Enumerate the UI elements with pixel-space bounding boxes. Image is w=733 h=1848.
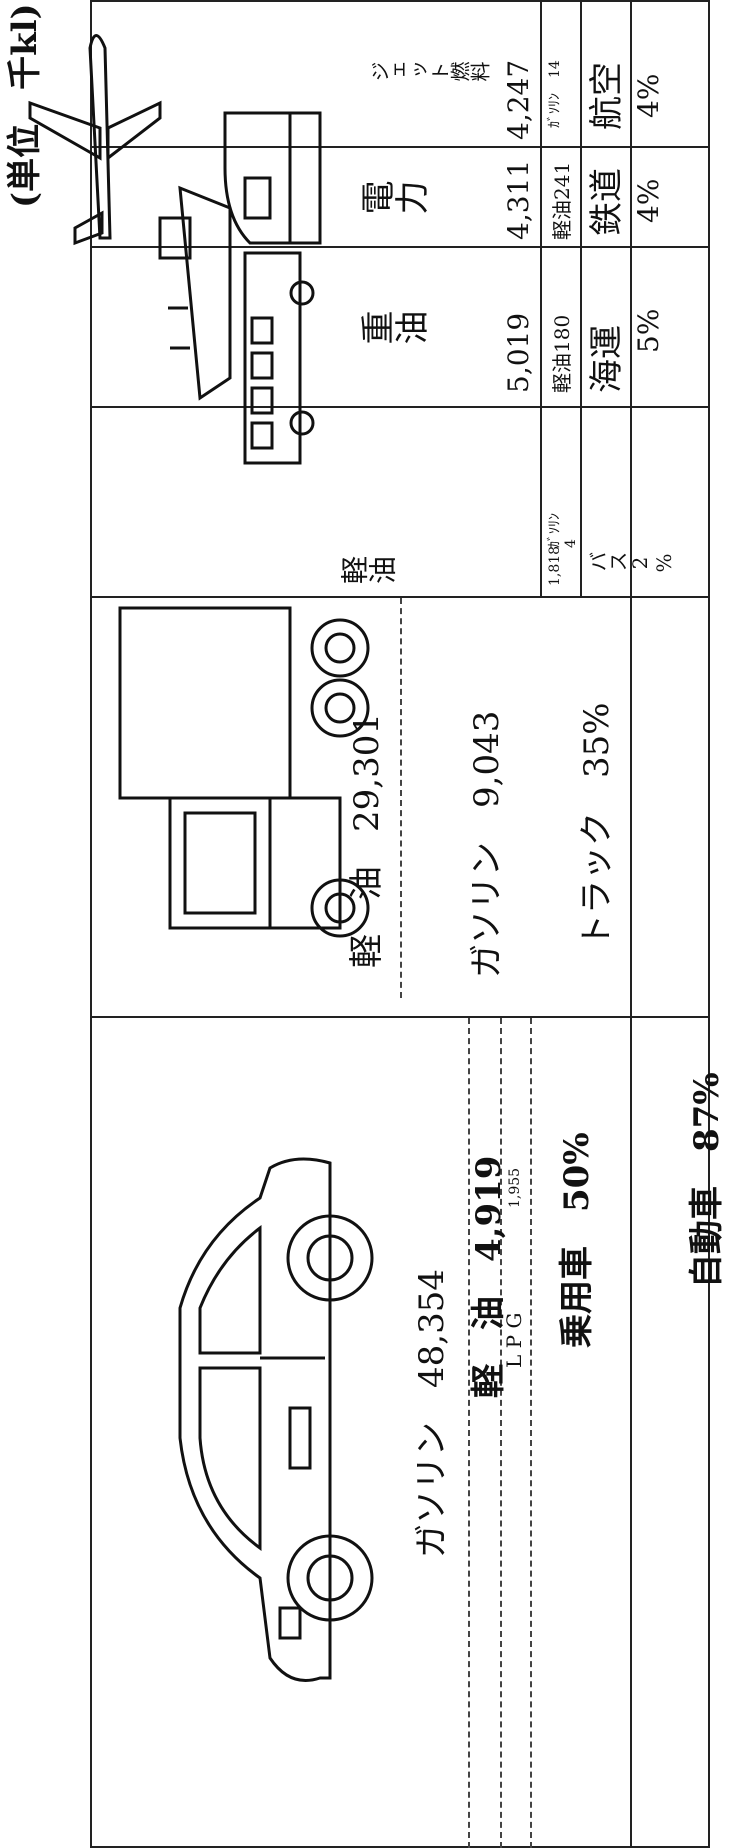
shipping-sub: 軽油180 [550,314,574,393]
aviation-gasoline-label: ｶﾞｿﾘﾝ [547,93,563,128]
rail-category: 鉄道 [587,168,627,236]
truck-category: トラック 35% [577,702,617,948]
bus-gasoline-value: 4 [563,539,579,548]
rail-fuel-label: 電力 [360,181,428,221]
aviation-gasoline-value: 14 [547,60,563,78]
car-dash-2 [500,1018,502,1848]
divider-car-truck [90,1016,710,1018]
bus-illustration-icon [243,251,315,465]
shipping-share: 5% [632,308,665,353]
car-gasoline: ガソリン 48,354 [412,1269,452,1558]
airplane-illustration-icon [28,34,162,246]
rail-share: 4% [632,178,665,223]
shipping-value: 5,019 [502,312,535,393]
truck-diesel: 軽 油 29,301 [347,713,387,968]
car-diesel: 軽 油 4,919 [469,1155,509,1398]
bus-diesel-value: 1,818 [547,545,563,586]
car-lpg-value: 1,955 [507,1167,523,1208]
aviation-fuel-label: ジェット燃料 [370,61,490,85]
rail-value: 4,311 [502,159,535,240]
car-dash-3 [530,1018,532,1848]
row-divider-category [540,0,542,598]
truck-gasoline: ガソリン 9,043 [467,710,507,978]
aviation-category: 航空 [587,62,627,130]
shipping-fuel-label: 重油 [360,311,428,351]
car-lpg-label: L P G [502,1312,526,1368]
aviation-value: 4,247 [502,59,535,140]
train-illustration-icon [223,111,322,245]
rail-sub: 軽油241 [550,161,574,240]
row-divider-sub [580,0,582,598]
bus-category: バス2% [588,551,676,575]
automobile-bracket [630,1018,632,1848]
shipping-category: 海運 [587,325,627,393]
car-dash-1 [468,1018,470,1848]
truck-dash [400,598,402,998]
car-illustration-icon [178,1157,374,1682]
automobile-total: 自動車 87% [687,1072,727,1288]
row-divider-bottom [630,0,632,1018]
divider-rail-air [90,146,710,148]
bus-gasoline-label: ｶﾞｿﾘﾝ [547,513,563,548]
bus-fuel-label: 軽油 [340,555,396,588]
truck-illustration-icon [118,606,370,938]
aviation-share: 4% [632,73,665,118]
car-category: 乗用車 50% [557,1132,597,1348]
